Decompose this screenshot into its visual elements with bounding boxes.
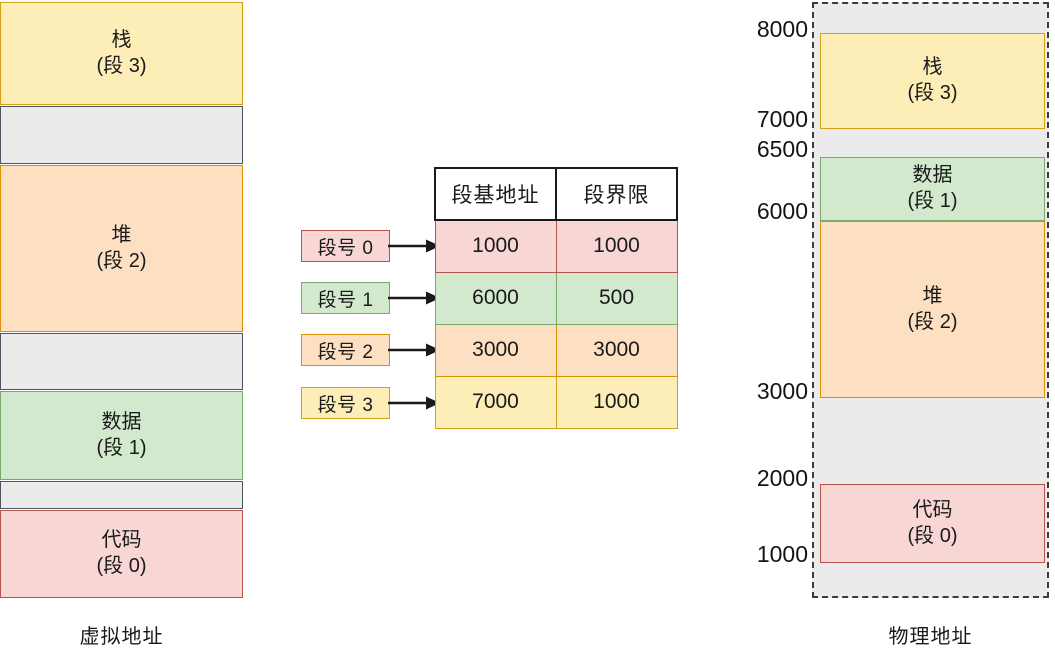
segment-tag-1[interactable]: 段号 1 bbox=[301, 282, 390, 314]
segment-tag-label: 段号 3 bbox=[317, 394, 374, 416]
virtual-free-block bbox=[0, 481, 243, 509]
segment-tag-label: 段号 2 bbox=[317, 341, 374, 363]
column-header-base: 段基地址 bbox=[434, 167, 557, 221]
segment-index: (段 0) bbox=[907, 524, 958, 547]
mapping-arrow-0 bbox=[388, 239, 440, 253]
virtual-segment-data: 数据 (段 1) bbox=[0, 391, 243, 480]
physical-address-space: 栈 (段 3) 数据 (段 1) 堆 (段 2) 代码 (段 0) bbox=[812, 2, 1049, 598]
segment-index: (段 3) bbox=[907, 82, 958, 104]
segment-name: 代码 bbox=[912, 498, 953, 521]
segment-index: (段 1) bbox=[907, 190, 958, 212]
segment-name: 数据 bbox=[912, 164, 953, 187]
cell-base-address: 6000 bbox=[434, 271, 557, 325]
mapping-arrow-1 bbox=[388, 291, 440, 305]
virtual-free-block bbox=[0, 106, 243, 164]
address-label-3000: 3000 bbox=[756, 378, 808, 404]
address-label-6000: 6000 bbox=[756, 198, 808, 224]
cell-base-address: 1000 bbox=[434, 219, 557, 273]
virtual-segment-code: 代码 (段 0) bbox=[0, 510, 243, 598]
segment-tag-0[interactable]: 段号 0 bbox=[301, 230, 390, 262]
segment-name: 堆 bbox=[111, 223, 132, 246]
physical-segment-heap: 堆 (段 2) bbox=[820, 221, 1045, 398]
mapping-arrow-3 bbox=[388, 396, 440, 410]
physical-segment-code: 代码 (段 0) bbox=[820, 484, 1045, 563]
segment-index: (段 3) bbox=[96, 54, 147, 77]
address-label-6500: 6500 bbox=[756, 136, 808, 162]
virtual-free-block bbox=[0, 333, 243, 390]
address-label-7000: 7000 bbox=[756, 106, 808, 132]
address-label-1000: 1000 bbox=[756, 541, 808, 567]
segment-index: (段 2) bbox=[907, 310, 958, 333]
segment-name: 栈 bbox=[922, 56, 943, 79]
segment-name: 堆 bbox=[922, 284, 943, 307]
physical-segment-data: 数据 (段 1) bbox=[820, 157, 1045, 221]
physical-segment-stack: 栈 (段 3) bbox=[820, 33, 1045, 129]
segment-name: 代码 bbox=[101, 529, 142, 552]
segment-name: 栈 bbox=[111, 28, 132, 51]
virtual-address-caption: 虚拟地址 bbox=[79, 626, 164, 648]
segment-name: 数据 bbox=[101, 410, 142, 433]
segment-tag-label: 段号 1 bbox=[317, 289, 374, 311]
cell-limit: 1000 bbox=[555, 375, 678, 429]
virtual-segment-heap: 堆 (段 2) bbox=[0, 165, 243, 332]
virtual-segment-stack: 栈 (段 3) bbox=[0, 2, 243, 105]
segment-index: (段 2) bbox=[96, 249, 147, 272]
segment-index: (段 1) bbox=[96, 436, 147, 459]
cell-base-address: 7000 bbox=[434, 375, 557, 429]
cell-base-address: 3000 bbox=[434, 323, 557, 377]
segment-tag-label: 段号 0 bbox=[317, 237, 374, 259]
address-label-2000: 2000 bbox=[756, 465, 808, 491]
physical-address-caption: 物理地址 bbox=[888, 626, 973, 648]
cell-limit: 3000 bbox=[555, 323, 678, 377]
column-header-limit: 段界限 bbox=[555, 167, 678, 221]
cell-limit: 1000 bbox=[555, 219, 678, 273]
cell-limit: 500 bbox=[555, 271, 678, 325]
virtual-address-space: 栈 (段 3) 堆 (段 2) 数据 (段 1) 代码 (段 0) bbox=[0, 0, 243, 600]
address-label-8000: 8000 bbox=[756, 16, 808, 42]
segment-tag-2[interactable]: 段号 2 bbox=[301, 334, 390, 366]
table-header-row: 段基地址 段界限 bbox=[434, 167, 678, 221]
segment-index: (段 0) bbox=[96, 555, 147, 577]
mapping-arrow-2 bbox=[388, 343, 440, 357]
segment-tag-3[interactable]: 段号 3 bbox=[301, 387, 390, 419]
